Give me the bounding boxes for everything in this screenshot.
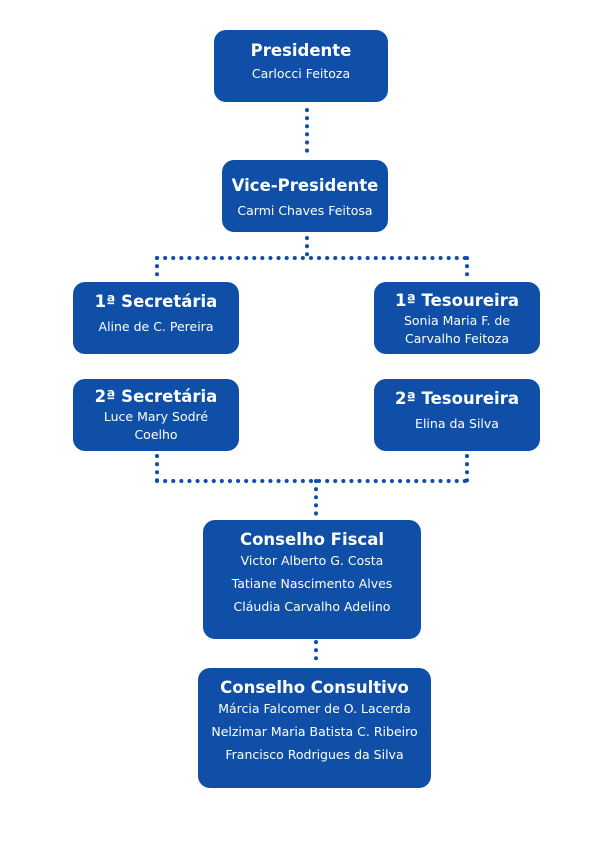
second-secretary-title: 2ª Secretária (94, 387, 218, 406)
first-treasurer-name-line2: Carvalho Feitoza (404, 331, 510, 346)
advisory-council-member: Francisco Rodrigues da Silva (225, 747, 404, 762)
first-secretary-box: 1ª Secretária Aline de C. Pereira (73, 282, 239, 354)
second-secretary-name-line1: Luce Mary Sodré (103, 409, 209, 424)
second-secretary-name-line2: Coelho (134, 427, 178, 442)
first-treasurer-box: 1ª Tesoureira Sonia Maria F. de Carvalho… (374, 282, 540, 354)
first-secretary-name: Aline de C. Pereira (98, 319, 214, 334)
advisory-council-box: Conselho Consultivo Márcia Falcomer de O… (198, 668, 431, 788)
first-treasurer-name-line1: Sonia Maria F. de (403, 313, 511, 328)
vice-president-title: Vice-Presidente (231, 176, 379, 195)
second-treasurer-box: 2ª Tesoureira Elina da Silva (374, 379, 540, 451)
vice-president-box: Vice-Presidente Carmi Chaves Feitosa (222, 160, 388, 232)
second-secretary-box: 2ª Secretária Luce Mary Sodré Coelho (73, 379, 239, 451)
fiscal-council-member: Victor Alberto G. Costa (240, 553, 384, 568)
first-secretary-title: 1ª Secretária (94, 292, 218, 311)
advisory-council-member: Nelzimar Maria Batista C. Ribeiro (211, 724, 418, 739)
president-title: Presidente (250, 41, 352, 60)
second-treasurer-name: Elina da Silva (415, 416, 499, 431)
advisory-council-member: Márcia Falcomer de O. Lacerda (218, 701, 411, 716)
second-treasurer-title: 2ª Tesoureira (395, 389, 519, 408)
fiscal-council-member: Tatiane Nascimento Alves (231, 576, 393, 591)
fiscal-council-member: Cláudia Carvalho Adelino (233, 599, 391, 614)
fiscal-council-title: Conselho Fiscal (239, 530, 384, 549)
first-treasurer-title: 1ª Tesoureira (395, 291, 519, 310)
president-name: Carlocci Feitoza (251, 66, 351, 81)
president-box: Presidente Carlocci Feitoza (214, 30, 388, 102)
fiscal-council-box: Conselho Fiscal Victor Alberto G. Costa … (203, 520, 421, 639)
vice-president-name: Carmi Chaves Feitosa (237, 203, 373, 218)
advisory-council-title: Conselho Consultivo (220, 678, 409, 697)
